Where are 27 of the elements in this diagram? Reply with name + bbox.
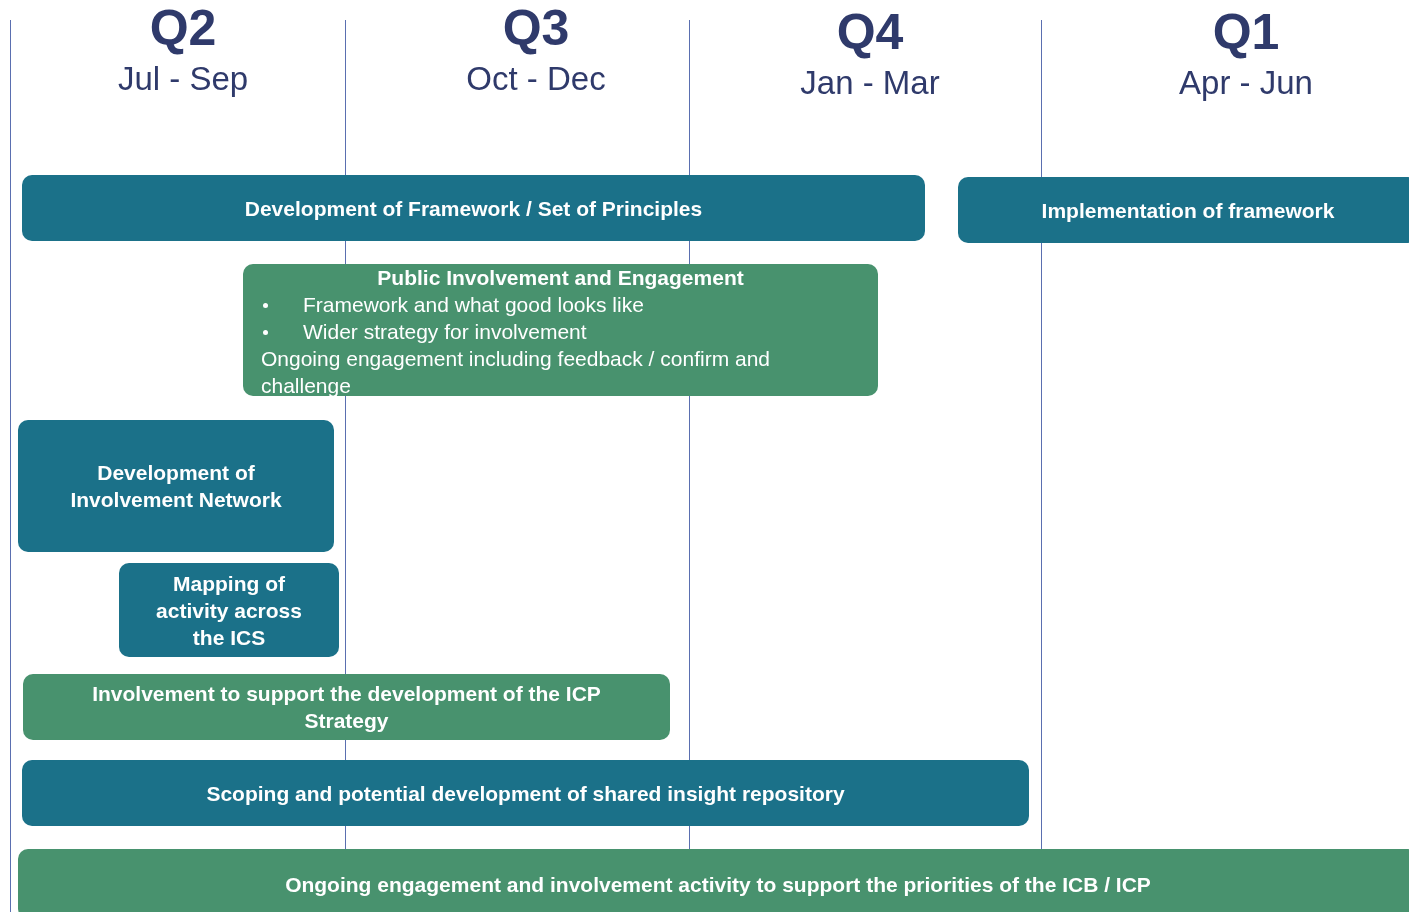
bar-text: Ongoing engagement including feedback / confirm and challenge [261,346,771,399]
quarter-heading: Q2 [148,2,218,54]
month-range: Oct - Dec [465,60,607,98]
quarter-heading: Q4 [835,6,905,58]
month-range: Jan - Mar [799,64,941,102]
task-bar [958,177,1409,243]
task-bar [243,264,878,396]
task-bar [18,420,334,552]
quarter-heading: Q3 [501,2,571,54]
bar-heading: Public Involvement and Engagement [376,265,745,291]
month-range: Apr - Jun [1178,64,1314,102]
task-bar [22,760,1029,826]
bullet-item: Wider strategy for involvement [261,318,860,345]
bar-label: Scoping and potential development of shared insight repository [206,780,845,807]
task-bar [23,674,670,740]
bar-label: Development of Involvement Network [69,460,283,513]
task-bar [22,175,925,241]
bullet-item: Framework and what good looks like [261,291,860,318]
bar-label: Mapping of activity across the ICS [155,570,303,651]
bar-label: Implementation of framework [1041,197,1335,224]
bar-label: Involvement to support the development of the ICP Strategy [91,681,602,734]
month-range: Jul - Sep [116,60,250,98]
task-bar [18,849,1409,912]
quarter-heading: Q1 [1211,6,1281,58]
bar-label: Development of Framework / Set of Principles [244,195,703,222]
task-bar [119,563,339,657]
bar-label: Ongoing engagement and involvement activity to support the priorities of the ICB / ICP [285,871,1151,898]
